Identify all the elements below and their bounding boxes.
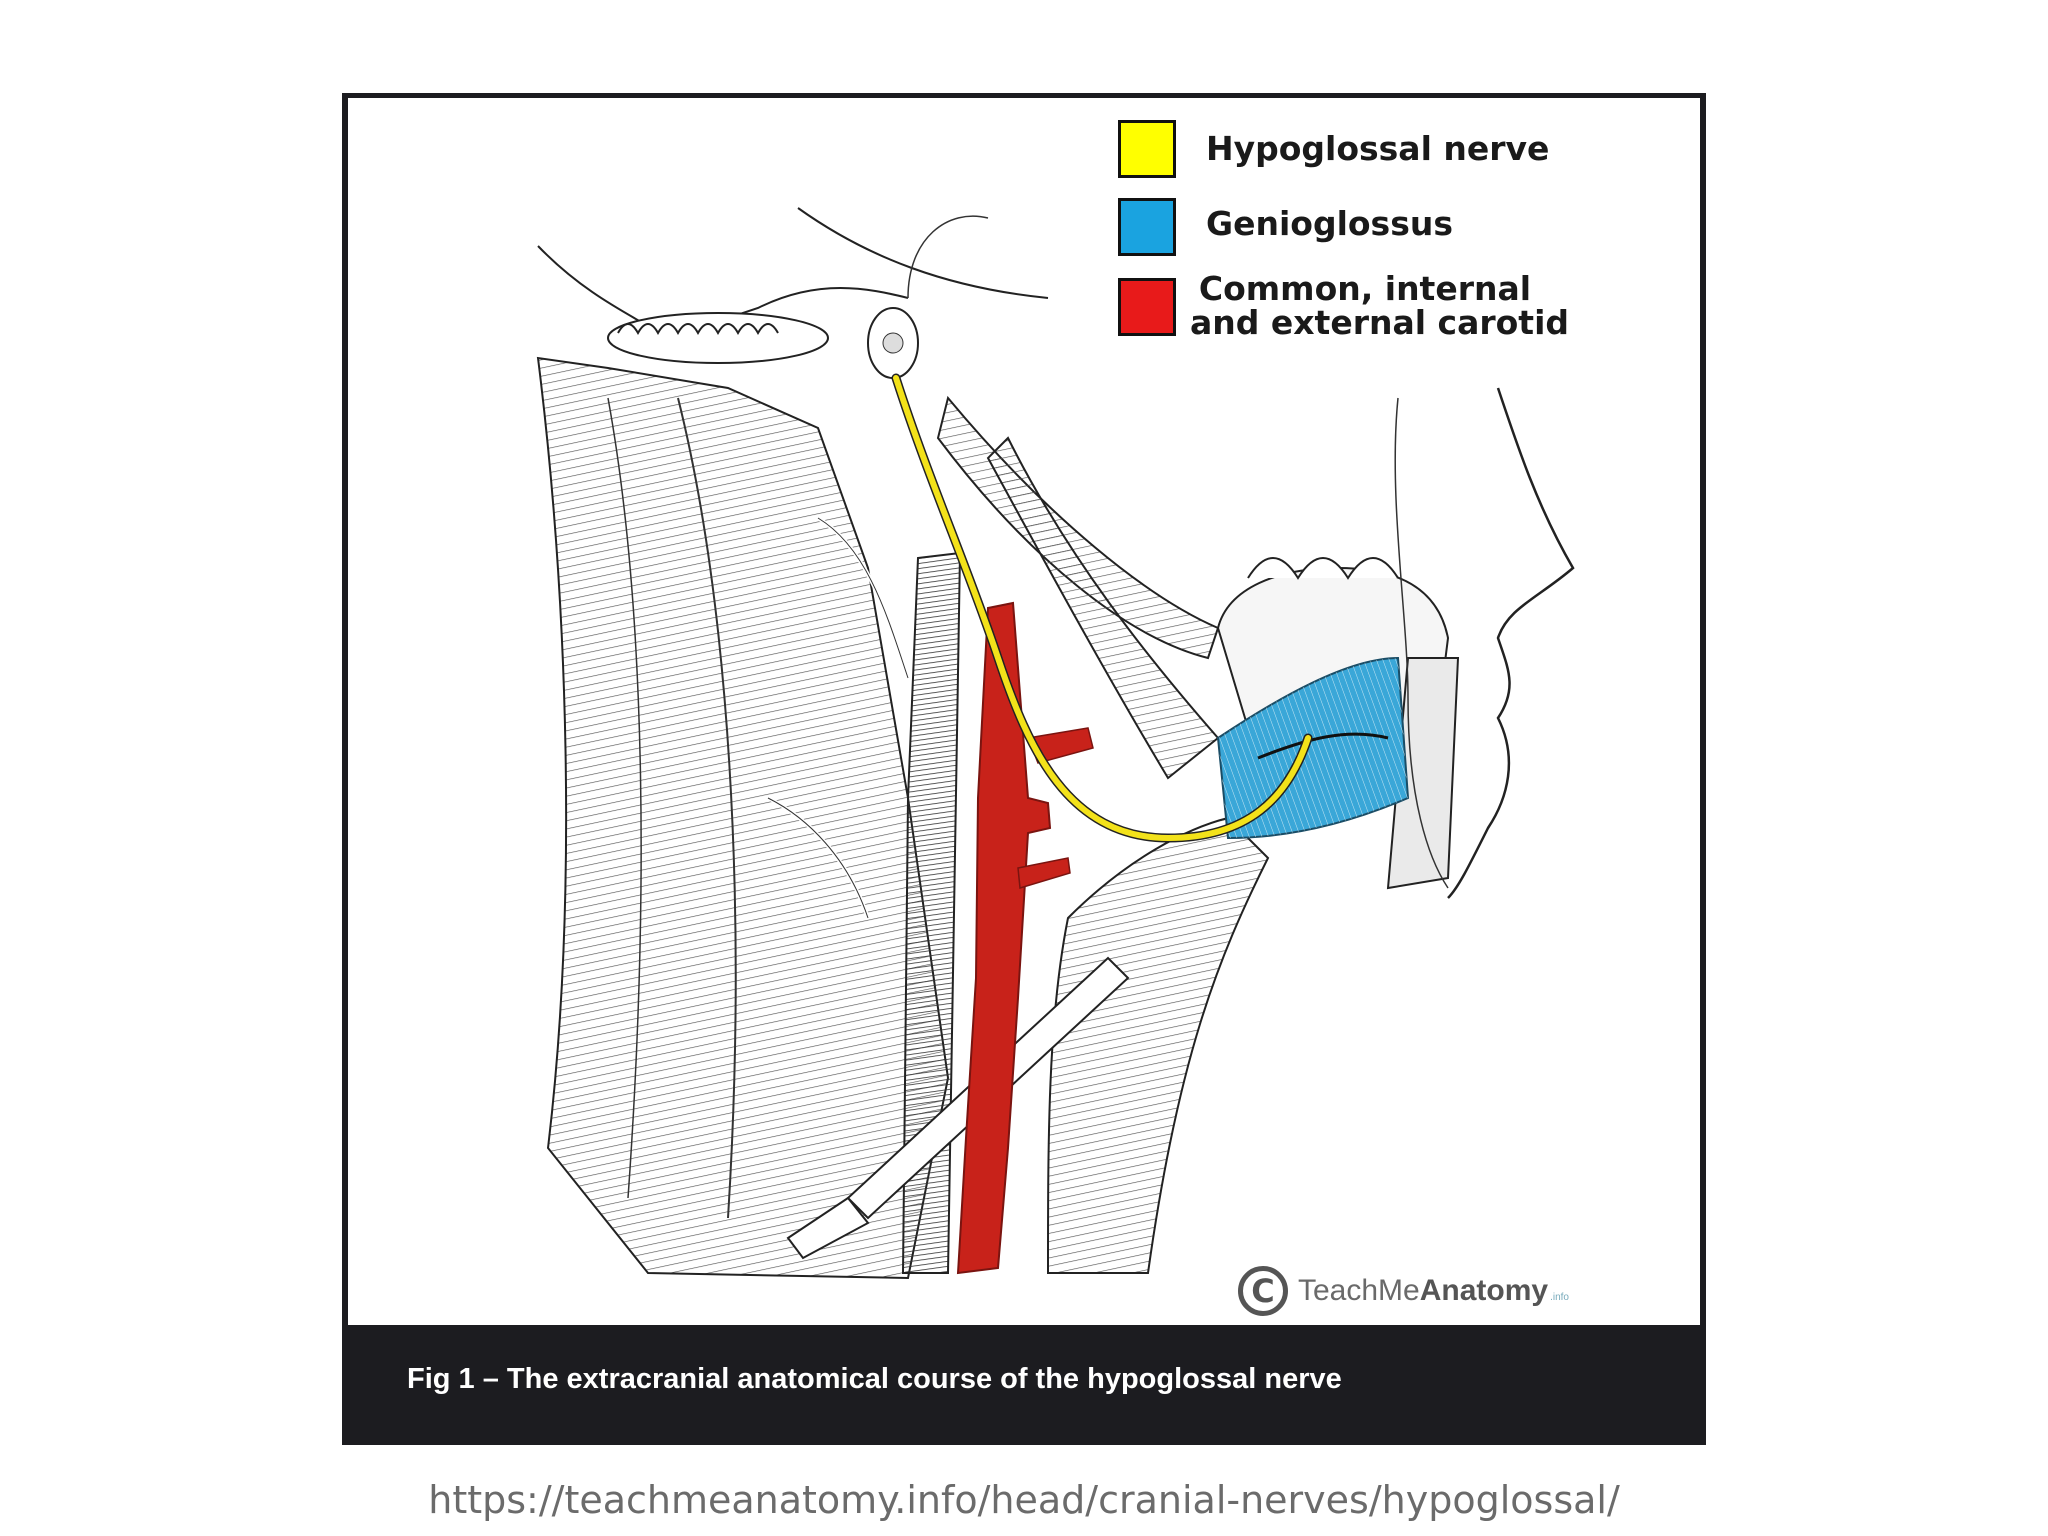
neck-anatomy-drawing (536, 207, 1575, 1280)
legend: Hypoglossal nerve Genioglossus Common, i… (1118, 120, 1618, 360)
brand-logo: TeachMeAnatomy.info (1298, 1274, 1569, 1308)
legend-swatch-yellow (1118, 120, 1176, 178)
legend-swatch-blue (1118, 198, 1176, 256)
brand-light: TeachMe (1298, 1274, 1420, 1307)
legend-label-hypoglossal: Hypoglossal nerve (1206, 129, 1550, 168)
legend-label-genioglossus: Genioglossus (1206, 204, 1453, 243)
figure-caption: Fig 1 – The extracranial anatomical cour… (407, 1363, 1342, 1395)
brand-bold: Anatomy (1419, 1274, 1549, 1307)
legend-label-carotid-line1: Common, internal (1198, 269, 1532, 308)
legend-label-carotid: Common, internal and external carotid (1190, 269, 1570, 342)
brand-suffix: .info (1550, 1292, 1569, 1303)
carotid-region (956, 601, 1052, 1275)
copyright-icon: C (1238, 1266, 1288, 1316)
legend-swatch-red (1118, 278, 1176, 336)
figure-frame: Hypoglossal nerve Genioglossus Common, i… (342, 93, 1706, 1445)
hypoglossal-nerve-path (893, 375, 1311, 842)
teachmeanatomy-watermark: C TeachMeAnatomy.info (1238, 1263, 1569, 1319)
anatomy-illustration: Hypoglossal nerve Genioglossus Common, i… (348, 98, 1700, 1325)
legend-label-carotid-line2: and external carotid (1190, 303, 1570, 342)
source-url: https://teachmeanatomy.info/head/cranial… (428, 1478, 1620, 1522)
